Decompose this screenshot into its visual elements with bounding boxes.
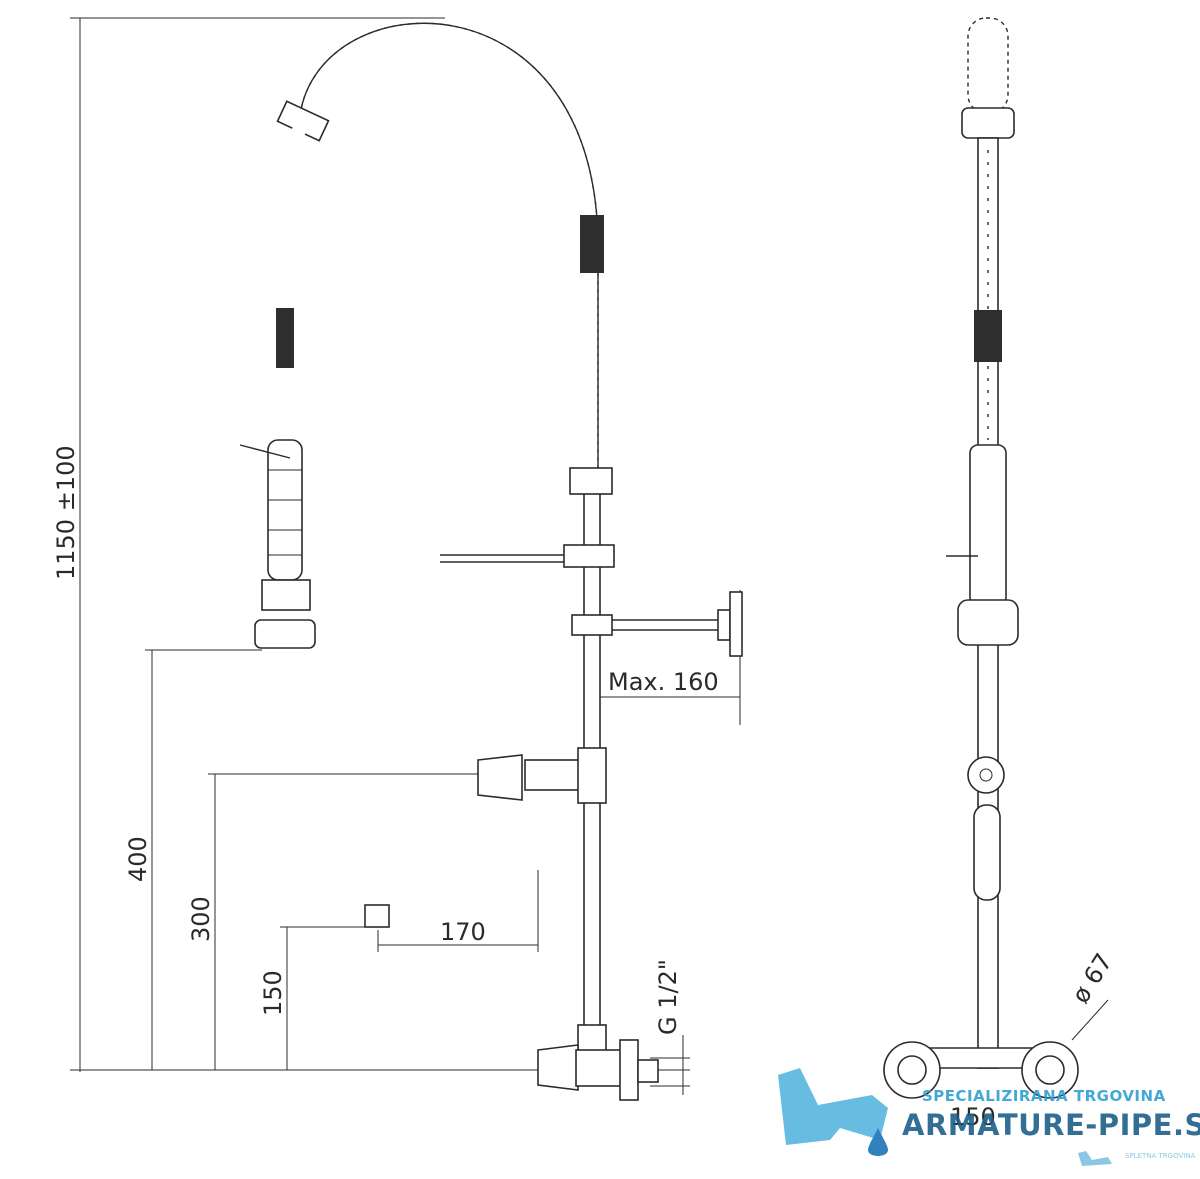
dim-150: 150 <box>259 970 287 1016</box>
watermark-logo: SPECIALIZIRANA TRGOVINA ARMATURE-PIPE.SI… <box>778 1068 1200 1166</box>
dim-400: 400 <box>124 836 152 882</box>
dim-diameter: ø 67 <box>1066 949 1118 1009</box>
dim-170: 170 <box>440 918 486 946</box>
dim-center-distance: 150 <box>950 1103 996 1131</box>
dim-thread: G 1/2" <box>654 959 682 1035</box>
watermark-small: SPLETNA TRGOVINA <box>1125 1152 1196 1160</box>
watermark-brand: ARMATURE-PIPE.SI <box>902 1108 1200 1142</box>
dimension-lines <box>70 17 741 1095</box>
dim-total-height: 1150 ±100 <box>52 445 80 580</box>
dim-300: 300 <box>187 896 215 942</box>
mini-faucet-icon <box>1078 1151 1112 1166</box>
pre-rinse-side-view <box>198 22 743 1101</box>
watermark-tagline: SPECIALIZIRANA TRGOVINA <box>922 1087 1166 1105</box>
faucet-logo-icon <box>778 1068 888 1145</box>
dim-max-160: Max. 160 <box>608 668 719 696</box>
pre-rinse-front-view <box>883 17 1109 1099</box>
water-drop-icon <box>868 1128 888 1156</box>
